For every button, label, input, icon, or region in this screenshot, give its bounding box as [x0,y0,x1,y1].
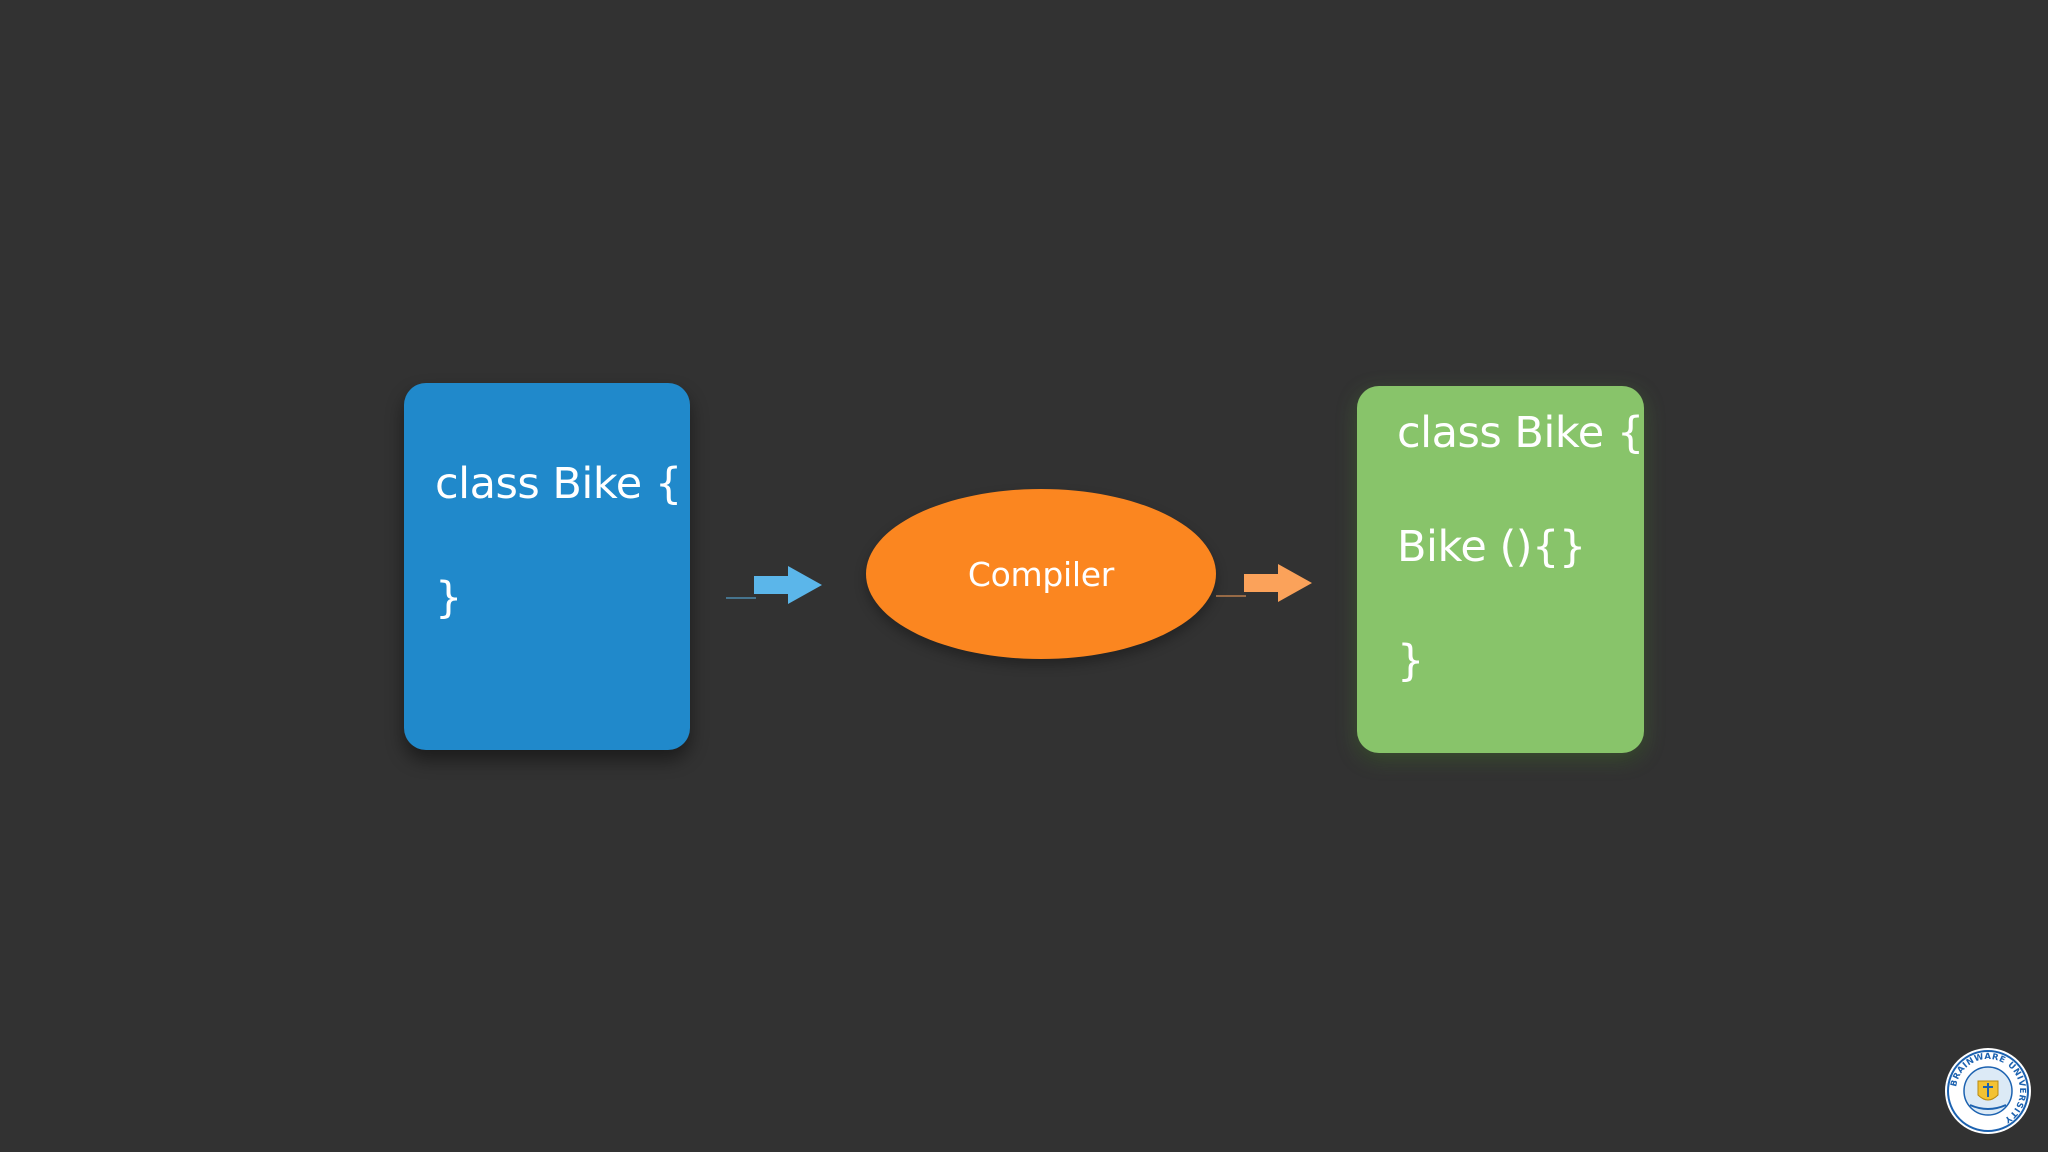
compiled-code-box: class Bike { Bike (){} } [1357,386,1644,753]
compiled-code-line-1: class Bike { [1397,408,1644,458]
compiled-code-line-3: } [1397,636,1424,686]
compiled-code-line-2: Bike (){} [1397,522,1586,572]
source-code-line-1: class Bike { [435,459,682,509]
source-code-box: class Bike { } [404,383,690,750]
compiler-label: Compiler [967,554,1115,594]
brainware-university-logo-icon: BRAINWARE UNIVERSITY [1945,1048,2031,1134]
source-code-line-2: } [435,573,462,623]
compiler-node: Compiler [866,489,1216,659]
output-arrow-icon [1216,564,1312,602]
input-arrow-icon [726,566,822,604]
